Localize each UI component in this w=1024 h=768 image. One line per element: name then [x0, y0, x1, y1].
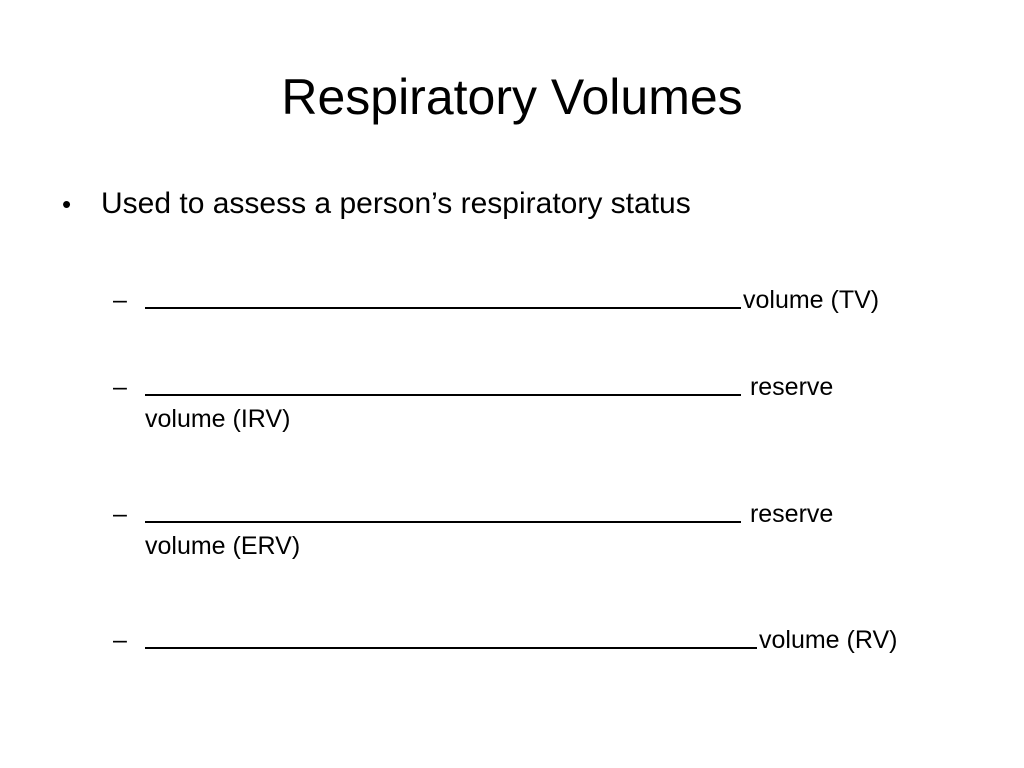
sub-bullet-suffix: volume (TV) — [743, 286, 880, 314]
sub-bullet-line: volume (RV) — [145, 624, 897, 656]
dash-marker: – — [113, 500, 127, 528]
fill-in-blank — [145, 307, 741, 309]
sub-bullet-suffix: reserve — [743, 373, 834, 401]
sub-bullet-suffix: volume (RV) — [759, 626, 898, 654]
fill-in-blank — [145, 521, 741, 523]
sub-bullet-line: volume (TV) — [145, 284, 879, 316]
fill-in-blank — [145, 394, 741, 396]
dash-marker: – — [113, 286, 127, 314]
sub-bullet-suffix: reserve — [743, 500, 834, 528]
slide-title: Respiratory Volumes — [281, 69, 743, 125]
fill-in-blank — [145, 647, 757, 649]
bullet-marker: • — [62, 189, 72, 219]
sub-bullet-line: reserve — [145, 371, 833, 403]
sub-bullet-continuation: volume (IRV) — [145, 405, 291, 433]
bullet-text: Used to assess a person’s respiratory st… — [101, 187, 691, 220]
dash-marker: – — [113, 373, 127, 401]
sub-bullet-line: reserve — [145, 498, 833, 530]
sub-bullet-continuation: volume (ERV) — [145, 532, 301, 560]
dash-marker: – — [113, 626, 127, 654]
